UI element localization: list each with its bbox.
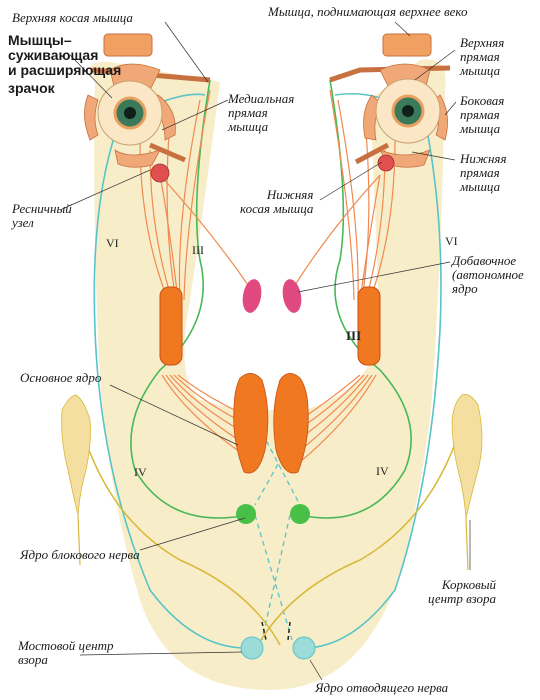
label-lateral-rectus: Боковая прямая мышца [460, 93, 505, 136]
right-eye [329, 33, 451, 172]
trochlear-nerve-right [299, 79, 412, 519]
inferior-oblique-right [354, 142, 390, 165]
accessory-nucleus-left [242, 279, 262, 313]
ciliary-ganglion [150, 163, 170, 183]
main-nucleus-left [233, 373, 269, 474]
muscle-inner-left [84, 94, 99, 141]
label-medial-rectus: Медиальная прямая мышца [228, 91, 295, 134]
label-accessory-nucleus: Добавочное (автономное ядро [452, 253, 524, 296]
levator-muscle-right [382, 33, 432, 57]
inferior-oblique-left [149, 142, 186, 163]
trochlear-nerve-left [130, 79, 249, 519]
accessory-fiber-left [159, 174, 249, 286]
cortical-stalk-left [77, 514, 81, 566]
cortical-path-right [257, 429, 461, 646]
label-ciliary-ganglion: Ресничный узел [12, 201, 72, 230]
numeral-iv-left: IV [134, 465, 147, 479]
cortical-center-left [61, 394, 91, 516]
muscle-lower-left [114, 149, 161, 168]
trochlear-nucleus-right [290, 504, 310, 524]
decussation-dashed [254, 424, 301, 641]
pupil-right [402, 105, 414, 117]
pontine-dash [261, 621, 291, 641]
iris-ring-right [391, 94, 425, 128]
oculomotor-fibers-left [139, 89, 259, 463]
label-pontine-center: Мостовой центр взора [18, 638, 114, 667]
accessory-nucleus-right [282, 279, 302, 313]
cortical-path-left [81, 429, 281, 646]
label-trochlear-nucleus: Ядро блокового нерва [20, 547, 140, 562]
background-area [90, 59, 446, 690]
label-superior-oblique: Верхняя косая мышца [12, 10, 133, 25]
leader-lines [59, 21, 471, 681]
label-main-nucleus: Основное ядро [20, 370, 102, 385]
pontine-center-nucleus [240, 636, 264, 660]
left-eye [84, 33, 211, 183]
pupil-left [124, 107, 136, 119]
numeral-iv-right: IV [376, 464, 389, 478]
numeral-iii-left-upper: III [192, 243, 204, 257]
cortical-center-right [451, 394, 483, 519]
accessory-fiber-right [294, 174, 381, 286]
label-superior-rectus: Верхняя прямая мышца [460, 35, 505, 78]
abducens-nucleus [292, 636, 316, 660]
numeral-vi-left: VI [106, 236, 119, 250]
main-nucleus-right [273, 373, 309, 474]
trochlear-nucleus-left [236, 504, 256, 524]
label-inferior-oblique: Нижняя косая мышца [240, 187, 314, 216]
ciliary-ganglion-right [377, 154, 395, 172]
iris-ring-left [113, 96, 147, 130]
label-levator: Мышца, поднимающая верхнее веко [268, 4, 468, 19]
numeral-iii-right: III [346, 328, 362, 343]
cortical-stalk-right [465, 517, 469, 571]
label-pupil-muscles-tail: зрачок [8, 80, 55, 96]
label-abducens-nucleus: Ядро отводящего нерва [315, 680, 449, 695]
numeral-vi-right: VI [445, 234, 458, 248]
label-inferior-rectus: Нижняя прямая мышца [460, 151, 507, 194]
nerve-trunk-left [159, 286, 183, 366]
superior-oblique-muscle-left [103, 33, 153, 57]
label-pupil-muscles: Мышцы– суживающая и расширяющая [8, 32, 122, 78]
nerve-trunk-right [357, 286, 381, 366]
label-cortical-center: Корковый центр взора [428, 577, 497, 606]
